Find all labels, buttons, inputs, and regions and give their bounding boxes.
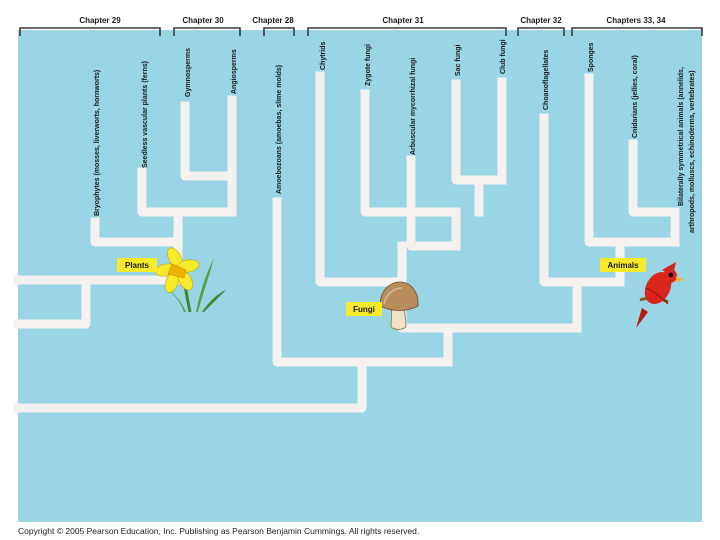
bracket-chapter-29: [19, 27, 161, 36]
branch-choanoflagellates: [539, 113, 625, 287]
chapter-30-label: Chapter 30: [182, 16, 224, 25]
taxon-label-club-fungi: Club fungi: [500, 39, 507, 74]
taxon-label-seedless-vascular-plants: Seedless vascular plants (ferns): [142, 61, 149, 168]
taxon-label-angiosperms: Angiosperms: [231, 49, 238, 94]
taxon-label-gymnosperms: Gymnosperms: [185, 48, 192, 97]
branch-sac-fungi: [451, 79, 507, 185]
taxon-label-bilaterians-line-1: Bilaterally symmetrical animals (annelid…: [678, 67, 685, 206]
mushroom-icon: [379, 281, 419, 330]
bracket-chapter-30: [173, 27, 241, 36]
branch-zygote-fungi: [360, 89, 461, 217]
tree-branches: [13, 71, 680, 413]
taxon-label-chytrids: Chytrids: [320, 42, 327, 71]
fungi-label-box: [346, 302, 382, 316]
fungi-label: Fungi: [353, 305, 375, 314]
branch-amoebozoans: [272, 197, 453, 367]
plants-label: Plants: [125, 261, 150, 270]
chapters-33-34-label-bg: [594, 13, 678, 27]
chapter-28-label-bg: [244, 13, 302, 27]
taxon-label-sponges: Sponges: [588, 42, 595, 72]
bracket-chapter-28: [263, 27, 295, 36]
bracket-chapter-31: [307, 27, 507, 36]
chapter-brackets: [19, 27, 703, 36]
taxon-label-zygote-fungi: Zygote fungi: [365, 44, 372, 86]
copyright-notice: Copyright © 2005 Pearson Education, Inc.…: [18, 526, 420, 536]
animals-label: Animals: [607, 261, 639, 270]
taxon-label-arbuscular-mycorrhizal-fungi: Arbuscular mycorrhizal fungi: [410, 58, 417, 155]
chapter-29-label: Chapter 29: [79, 16, 121, 25]
branch-unikonts: [13, 357, 367, 413]
branch-bryophytes: [90, 217, 183, 247]
bracket-chapter-32: [517, 27, 565, 36]
animals-label-box: [600, 258, 646, 272]
chapter-29-label-bg: [66, 13, 134, 27]
taxon-label-bryophytes: Bryophytes (mosses, liverworts, hornwort…: [94, 70, 101, 216]
branch-chytrids: [315, 71, 407, 287]
branch-cnidarians: [628, 139, 680, 217]
branch-gymnosperms: [180, 101, 237, 181]
taxon-label-choanoflagellates: Choanoflagellates: [543, 50, 550, 110]
taxon-label-cnidarians: Cnidarians (jellies, coral): [632, 55, 639, 138]
cardinal-bird-icon: [636, 262, 684, 328]
chapter-32-label-bg: [510, 13, 572, 27]
branch-arbuscular: [406, 155, 461, 251]
taxon-label-bilaterians-line-2: arthropods, molluscs, echinoderms, verte…: [689, 70, 696, 233]
chapter-31-label: Chapter 31: [382, 16, 424, 25]
taxon-label-amoebozoans: Amoebozoans (amoebas, slime molds): [276, 65, 283, 194]
bracket-chapters-33-34: [571, 27, 703, 36]
daffodil-icon: [154, 247, 226, 313]
branch-plants-root: [13, 275, 91, 329]
chapters-33-34-label: Chapters 33, 34: [606, 16, 666, 25]
chapter-32-label: Chapter 32: [520, 16, 562, 25]
taxon-label-sac-fungi: Sac fungi: [455, 44, 462, 76]
branch-seedless-vascular: [137, 167, 237, 217]
branch-sponges: [584, 73, 680, 247]
plants-label-box: [117, 258, 157, 272]
chapter-30-label-bg: [170, 13, 236, 27]
chapter-31-label-bg: [372, 13, 434, 27]
chapter-28-label: Chapter 28: [252, 16, 294, 25]
